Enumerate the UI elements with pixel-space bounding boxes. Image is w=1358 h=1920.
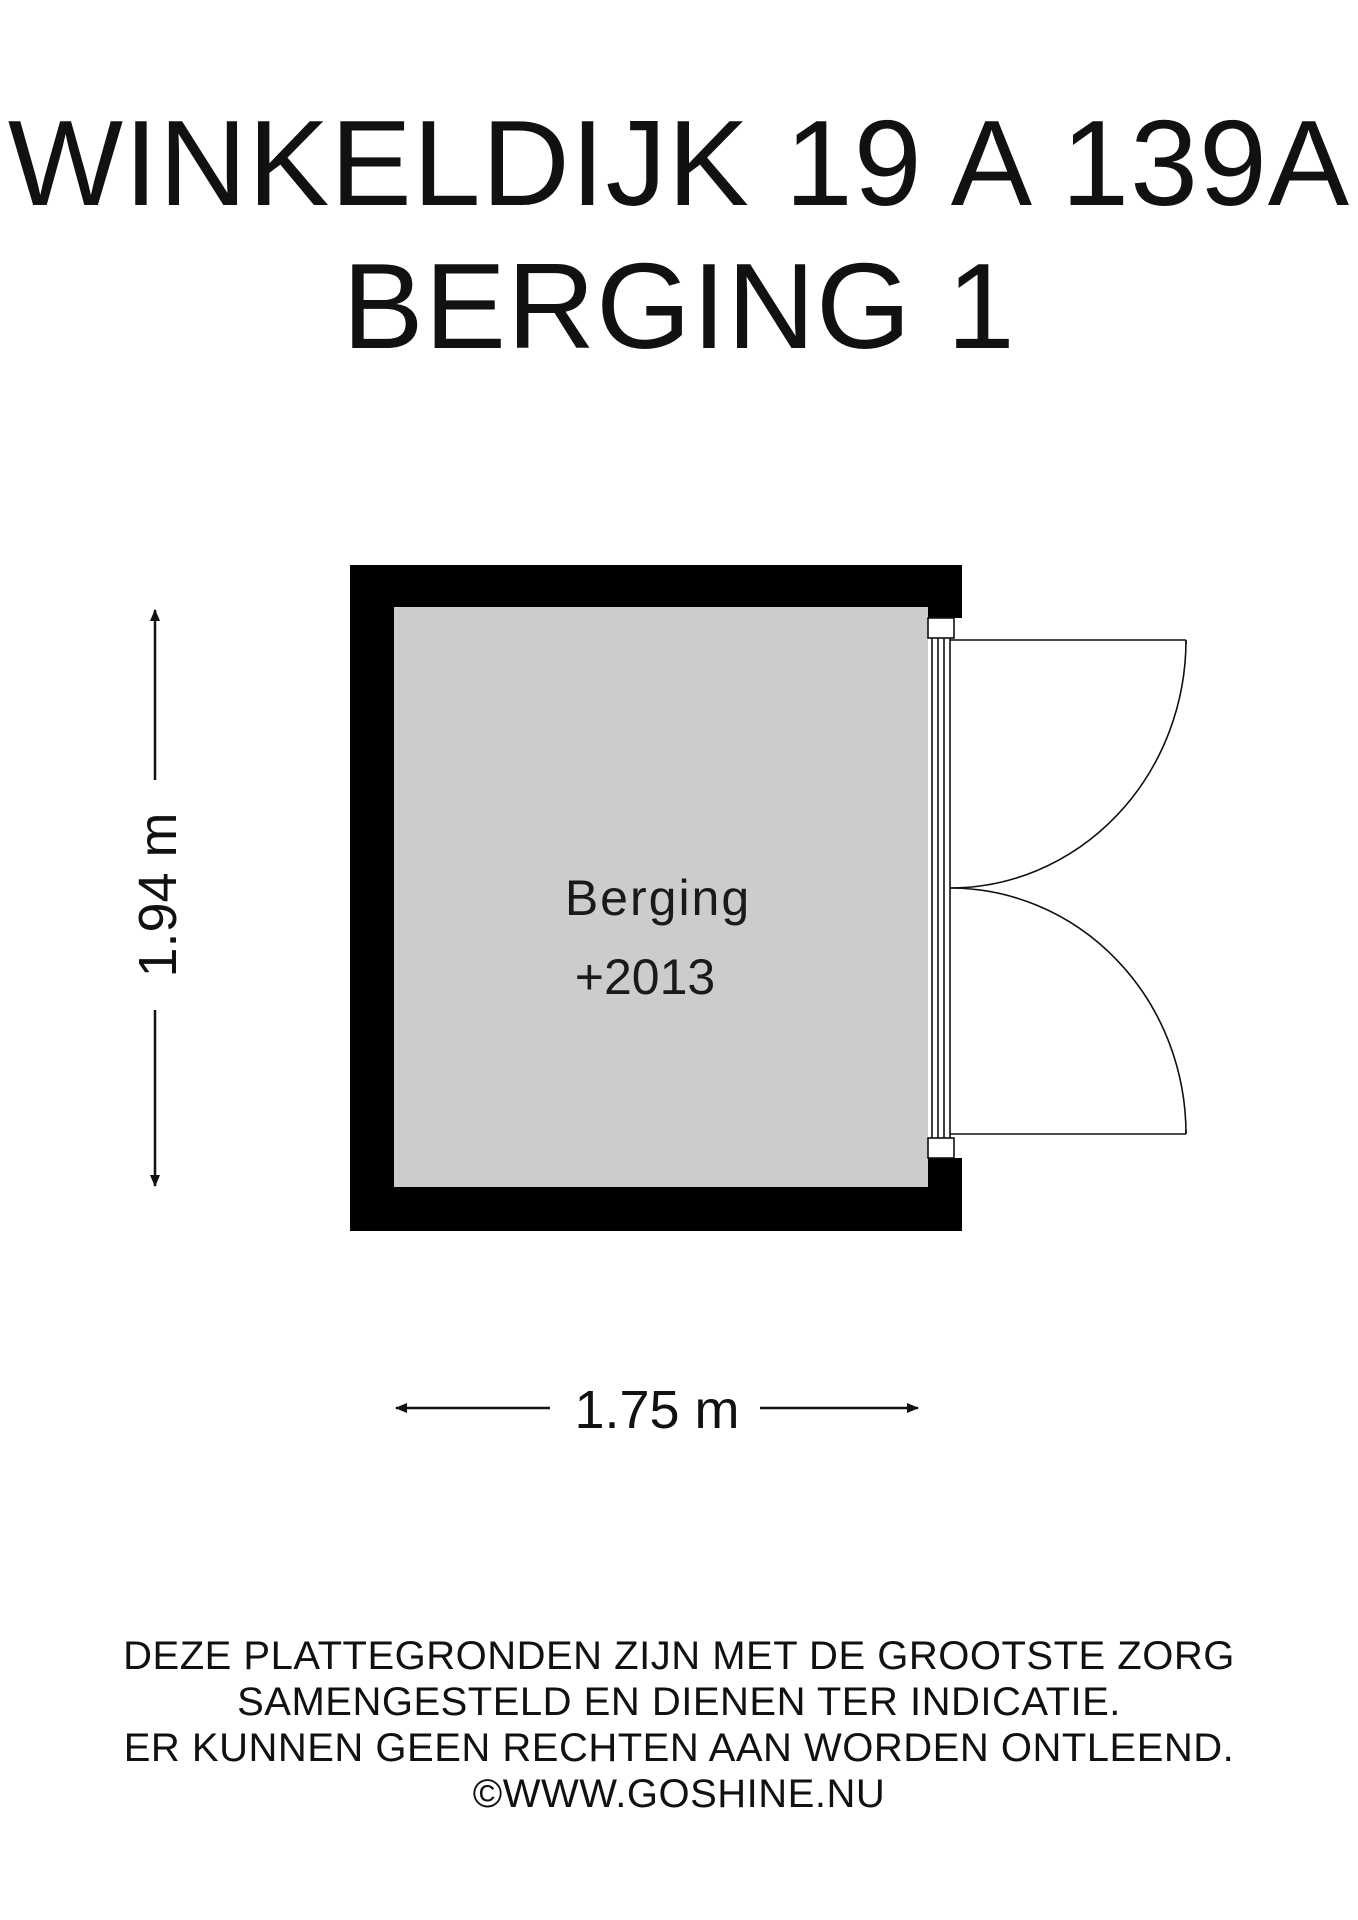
height-dimension-label: 1.94 m <box>128 812 188 977</box>
door-swing-upper <box>949 639 1187 889</box>
copyright-line: ©WWW.GOSHINE.NU <box>472 1772 886 1816</box>
disclaimer-line: ER KUNNEN GEEN RECHTEN AAN WORDEN ONTLEE… <box>123 1726 1235 1770</box>
room-floor <box>394 607 928 1187</box>
disclaimer-line: SAMENGESTELD EN DIENEN TER INDICATIE. <box>237 1680 1121 1724</box>
plan-title: WINKELDIJK 19 A 139A <box>7 95 1351 231</box>
double-door <box>949 639 1187 1135</box>
room-name: Berging <box>565 870 751 926</box>
room-level: +2013 <box>575 949 715 1005</box>
width-dimension-label: 1.75 m <box>574 1380 739 1440</box>
door-swing-lower <box>949 887 1187 1135</box>
disclaimer-line: DEZE PLATTEGRONDEN ZIJN MET DE GROOTSTE … <box>123 1634 1235 1678</box>
disclaimer: DEZE PLATTEGRONDEN ZIJN MET DE GROOTSTE … <box>0 1633 1358 1817</box>
plan-subtitle: BERGING 1 <box>342 238 1016 374</box>
